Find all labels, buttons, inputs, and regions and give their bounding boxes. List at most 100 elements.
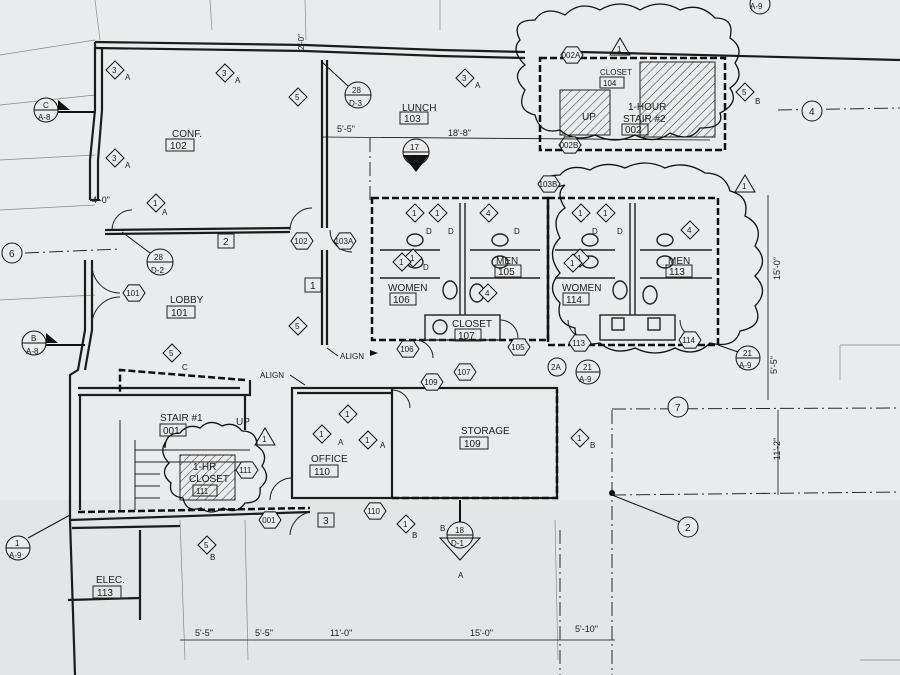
wall-subletter: D	[423, 263, 429, 272]
wall-type-diamond	[338, 404, 358, 424]
door-tag-hexagon	[235, 461, 259, 479]
wall-type-diamond	[596, 203, 616, 223]
wall-subletter: D	[514, 227, 520, 236]
wall-subletter: A	[235, 76, 241, 85]
wall-type-tag: 1	[603, 209, 608, 218]
wall-subletter: D	[448, 227, 454, 236]
room-number-closet-107: 107	[458, 331, 475, 342]
wall-type-diamond	[396, 514, 416, 534]
dim-b-5-5-1: 5'-5"	[195, 628, 213, 638]
door-tag-103b: 103B	[539, 180, 558, 189]
wall-subletter: B	[590, 441, 595, 450]
section-a9-left-sheet: A-9	[9, 551, 22, 560]
wall-subletter: A	[125, 161, 131, 170]
door-tag-103a: 103A	[335, 237, 354, 246]
callout-2-sheet: D-2	[151, 266, 164, 275]
wall-type-tag: 1	[410, 254, 415, 263]
section-d1-side2: A	[458, 571, 464, 580]
wall-subletter: C	[182, 363, 188, 372]
wall-type-diamond	[428, 203, 448, 223]
callout-4-number: 21	[583, 363, 592, 372]
room-name-closet-107: CLOSET	[452, 319, 492, 330]
wall-type-tag: 5	[295, 93, 300, 102]
grid-bubble-4: 4	[809, 107, 815, 118]
callout-2-number: 28	[154, 253, 163, 262]
revision-triangle-icon	[609, 37, 631, 56]
wall-type-diamond	[162, 343, 182, 363]
wall-type-tag: 1	[577, 434, 582, 443]
section-d1-number: 18	[455, 526, 464, 535]
wall-type-tag: 4	[485, 289, 490, 298]
revision-triangle-icon	[254, 427, 276, 446]
wall-subletter: B	[755, 97, 760, 106]
room-number-elec: 113	[97, 588, 113, 599]
wall-subletter: D	[426, 227, 432, 236]
dim-top-2-0: 2'-0"	[297, 34, 306, 50]
wall-type-tag: 1	[577, 254, 582, 263]
grid-lines	[24, 107, 900, 675]
wall-type-tag: 3	[462, 74, 467, 83]
wall-type-diamond	[570, 428, 590, 448]
note-up-1: UP	[236, 417, 250, 428]
section-c-sheet: A-8	[38, 113, 51, 122]
door-tag-hexagon	[507, 338, 531, 356]
door-tag-hexagon	[363, 502, 387, 520]
door-tag-102: 102	[294, 237, 308, 246]
wall-type-tag: 4	[486, 209, 491, 218]
panel-tag-1: 1	[310, 281, 316, 292]
section-marks: C A-8 B A-8 18 D-1 B A 1 A-9 A-9	[5, 0, 771, 580]
revision-tag-1: 1	[617, 45, 622, 54]
wall-type-tag: 1	[403, 520, 408, 529]
door-tag-110: 110	[367, 507, 380, 516]
section-a9-left-number: 1	[15, 539, 20, 548]
room-number-closet-104: 104	[603, 79, 617, 88]
wall-type-diamond	[105, 148, 125, 168]
callout-6-number: 2A	[551, 363, 561, 372]
room-name-closet-104: CLOSET	[600, 68, 632, 77]
note-align-1: ALIGN	[340, 352, 364, 361]
room-name-stair-2-line2: STAIR #2	[623, 114, 666, 125]
wall-type-diamond	[312, 424, 332, 444]
door-tag-113: 113	[572, 339, 585, 348]
room-name-closet-111-line1: 1-HR	[193, 462, 216, 473]
door-tag-002b: 002B	[560, 141, 579, 150]
room-number-lobby: 101	[171, 308, 188, 319]
section-c-letter: C	[43, 101, 49, 110]
panel-tag-2: 2	[223, 237, 229, 248]
note-up-2: UP	[582, 112, 596, 123]
revision-tag-2: 1	[742, 182, 747, 191]
revision-clouds	[162, 3, 764, 513]
callout-1-sheet: D-3	[349, 99, 362, 108]
wall-type-diamond	[455, 68, 475, 88]
revision-triangle-icon	[734, 174, 756, 193]
room-name-conf: CONF.	[172, 129, 202, 140]
wall-type-tag: 1	[435, 209, 440, 218]
detail-callouts: 28 D-3 28 D-2 17 D-3 21 A-9 21 A-9 2A	[121, 61, 761, 385]
door-tag-101: 101	[126, 289, 140, 298]
room-number-men-105: 105	[498, 267, 515, 278]
panel-tag-3: 3	[323, 516, 329, 527]
door-tag-hexagon	[568, 334, 592, 352]
closet-111-hatch	[179, 454, 236, 501]
door-tag-107: 107	[457, 368, 471, 377]
door-tag-109: 109	[424, 378, 438, 387]
background-lines	[0, 0, 900, 661]
dim-5-5-top: 5'-5"	[337, 124, 355, 134]
building-walls	[67, 40, 900, 675]
wall-type-diamond	[405, 203, 425, 223]
dim-b-5-5-2: 5'-5"	[255, 628, 273, 638]
wall-subletter: D	[617, 227, 623, 236]
room-name-lunch: LUNCH	[402, 103, 436, 114]
door-tag-hexagon	[678, 331, 702, 349]
callout-1-number: 28	[352, 86, 361, 95]
wall-subletter: D	[592, 227, 598, 236]
closet-104-hatch	[559, 89, 611, 136]
wall-type-tag: 1	[578, 209, 583, 218]
wall-type-tag: 3	[222, 69, 227, 78]
grid-bubble-7: 7	[675, 403, 681, 414]
wall-type-tag: 1	[319, 430, 324, 439]
wall-subletter: B	[210, 553, 215, 562]
room-name-men-105: MEN	[496, 256, 518, 267]
door-swings	[91, 207, 699, 536]
